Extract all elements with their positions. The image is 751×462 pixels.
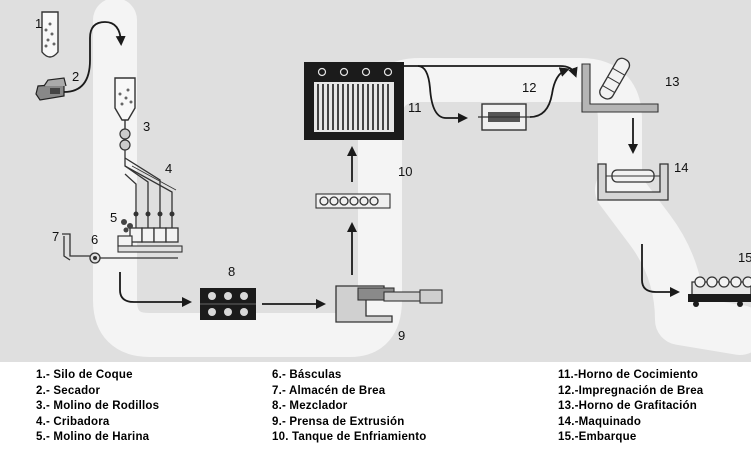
legend-item: 14.-Maquinado [558, 415, 642, 428]
legend-item: 9.- Prensa de Extrusión [272, 415, 405, 428]
label-8: 8 [228, 264, 235, 279]
legend-item: 12.-Impregnación de Brea [558, 384, 704, 397]
legend-item: 5.- Molino de Harina [36, 431, 150, 444]
process-diagram: 1 2 3 4 [0, 0, 751, 362]
mezclador [200, 288, 256, 320]
legend-column-2: 6.- Básculas 7.- Almacén de Brea 8.- Mez… [272, 368, 427, 446]
legend-item: 3.- Molino de Rodillos [36, 400, 160, 413]
silo-coque [41, 11, 59, 58]
label-13: 13 [665, 74, 679, 89]
label-6: 6 [91, 232, 98, 247]
horno-cocimiento [304, 62, 404, 140]
legend-item: 8.- Mezclador [272, 400, 348, 413]
legend-item: 1.- Silo de Coque [36, 369, 133, 381]
horno-grafitacion [581, 57, 659, 113]
impregnacion-brea [478, 103, 530, 131]
label-7: 7 [52, 229, 59, 244]
maquinado [597, 163, 669, 201]
label-9: 9 [398, 328, 405, 343]
label-12: 12 [522, 80, 536, 95]
label-4: 4 [165, 161, 172, 176]
cribadora [124, 150, 179, 243]
label-2: 2 [72, 69, 79, 84]
almacen-brea [62, 233, 90, 261]
legend-item: 6.- Básculas [272, 369, 342, 381]
secador [35, 77, 67, 101]
label-10: 10 [398, 164, 412, 179]
legend-item: 2.- Secador [36, 384, 101, 397]
legend: 1.- Silo de Coque 2.- Secador 3.- Molino… [0, 362, 751, 462]
legend-column-1: 1.- Silo de Coque 2.- Secador 3.- Molino… [36, 368, 159, 446]
legend-item: 10. Tanque de Enfriamiento [272, 431, 427, 444]
embarque [688, 276, 751, 307]
basculas [89, 245, 183, 264]
label-14: 14 [674, 160, 688, 175]
label-11: 11 [408, 100, 422, 115]
label-3: 3 [143, 119, 150, 134]
legend-item: 7.- Almacén de Brea [272, 384, 386, 397]
tanque-enfriamiento [315, 193, 391, 209]
label-15: 15 [738, 250, 751, 265]
legend-item: 15.-Embarque [558, 431, 637, 444]
legend-item: 4.- Cribadora [36, 415, 110, 428]
legend-item: 11.-Horno de Cocimiento [558, 369, 699, 381]
prensa-extrusion [335, 285, 443, 323]
label-1: 1 [35, 16, 42, 31]
legend-item: 13.-Horno de Grafitación [558, 400, 697, 413]
label-5: 5 [110, 210, 117, 225]
molino-rodillos [114, 77, 136, 151]
legend-column-3: 11.-Horno de Cocimiento 12.-Impregnación… [558, 368, 703, 446]
